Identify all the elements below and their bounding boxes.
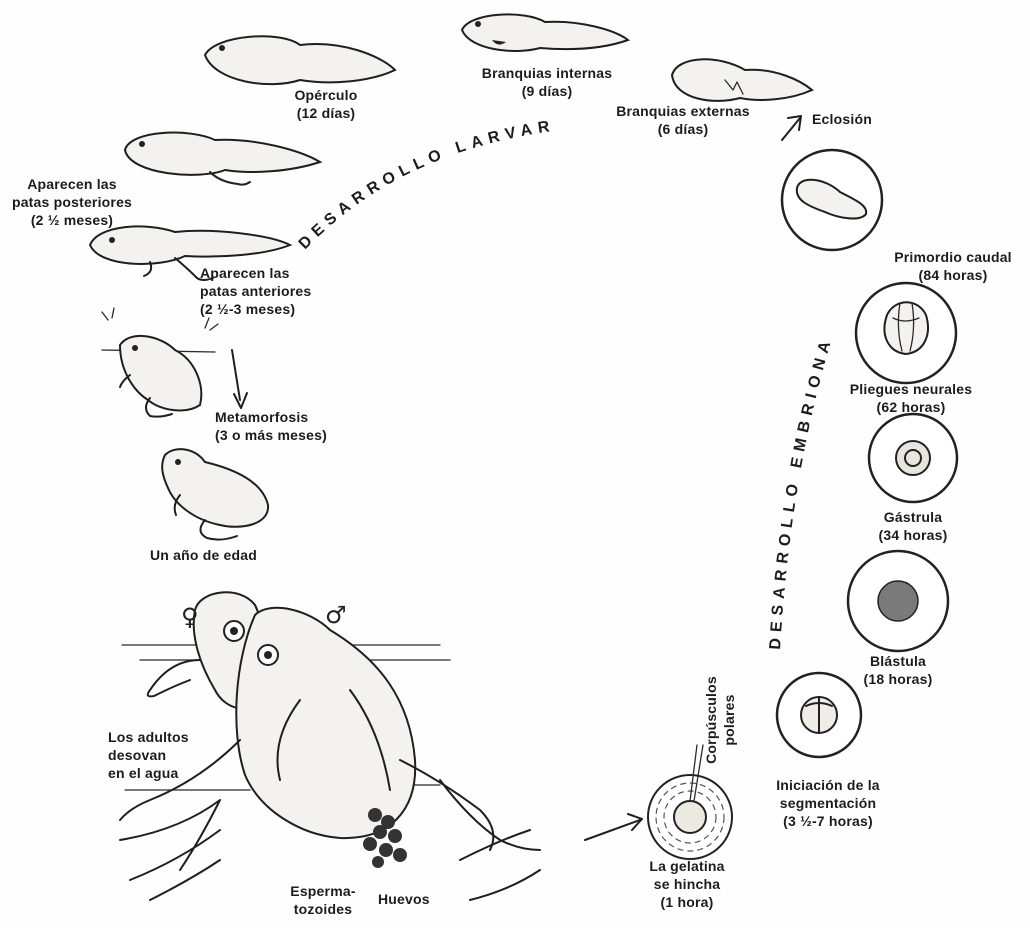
label-internal-gills: Branquias internas (9 días)	[462, 64, 632, 100]
label-adults-spawn: Los adultos desovan en el agua	[108, 728, 189, 782]
label-hind-legs: Aparecen las patas posteriores (2 ½ mese…	[2, 175, 142, 229]
label-front-legs: Aparecen las patas anteriores (2 ½-3 mes…	[200, 264, 311, 318]
label-gastrula: Gástrula (34 horas)	[853, 508, 973, 544]
label-operculum: Opérculo (12 días)	[266, 86, 386, 122]
label-tail-bud: Primordio caudal (84 horas)	[878, 248, 1028, 284]
egg-cluster	[363, 808, 407, 868]
spawn-to-egg-arrow	[585, 814, 642, 840]
metamorphosis-arrow	[232, 350, 247, 408]
male-symbol: ♂	[325, 601, 347, 629]
label-one-year: Un año de edad	[150, 546, 257, 564]
label-hatching: Eclosión	[812, 110, 872, 128]
label-segmentation: Iniciación de la segmentación (3 ½-7 hor…	[758, 776, 898, 830]
tail-bud-embryo	[782, 150, 882, 250]
label-eggs: Huevos	[378, 890, 430, 908]
external-gills-tadpole	[672, 59, 812, 101]
label-external-gills: Branquias externas (6 días)	[608, 102, 758, 138]
label-neural-folds: Pliegues neurales (62 horas)	[836, 380, 986, 416]
one-year-frog	[162, 449, 268, 539]
neural-folds-embryo	[856, 283, 956, 383]
label-blastula: Blástula (18 horas)	[838, 652, 958, 688]
blastula-embryo	[848, 551, 948, 651]
hatching-arrow	[782, 116, 801, 140]
hind-legs-tadpole	[125, 133, 320, 185]
label-jelly-swells: La gelatina se hincha (1 hora)	[632, 857, 742, 911]
operculum-tadpole	[205, 36, 395, 84]
female-symbol: ♀	[181, 603, 199, 631]
internal-gills-tadpole	[462, 14, 628, 51]
label-sperm: Esperma- tozoides	[278, 882, 368, 918]
gastrula-embryo	[869, 414, 957, 502]
label-metamorphosis: Metamorfosis (3 o más meses)	[215, 408, 327, 444]
metamorphosis-frog	[102, 308, 218, 417]
label-polar-bodies: Corpúsculos polares	[702, 665, 738, 775]
